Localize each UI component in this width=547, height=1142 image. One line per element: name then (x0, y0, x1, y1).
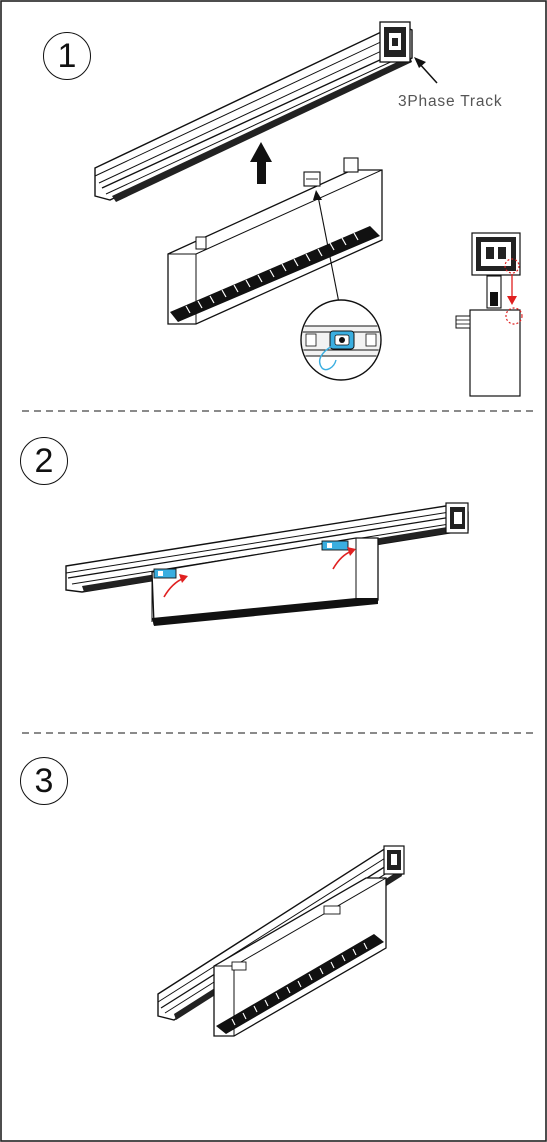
zoom-leader (313, 190, 341, 309)
adapter-zoom-circle (300, 299, 382, 381)
cross-section-detail (455, 232, 523, 397)
step1-track (94, 21, 413, 202)
step3-fixture (213, 877, 387, 1037)
track-label: 3Phase Track (398, 93, 503, 110)
insert-up-arrow (250, 142, 272, 184)
step-3-number: 3 (20, 757, 68, 805)
step-1-number: 1 (43, 32, 91, 80)
step1-fixture (167, 157, 383, 325)
step2-fixture (151, 537, 379, 626)
step-2-number: 2 (20, 437, 68, 485)
track-callout-arrow (414, 57, 438, 84)
